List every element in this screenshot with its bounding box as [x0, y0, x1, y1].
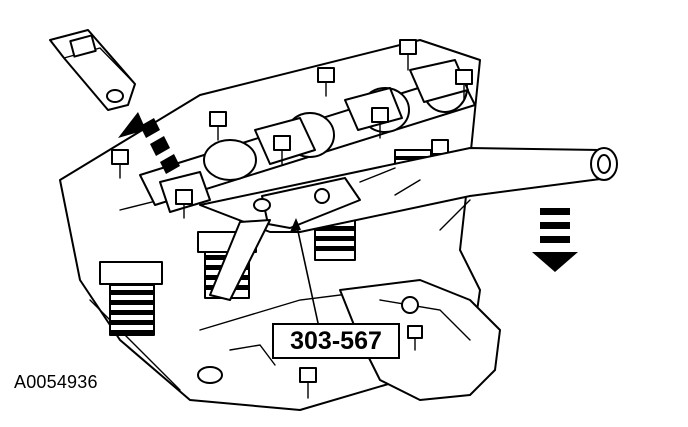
- tool-number-text: 303-567: [290, 326, 382, 355]
- removed-roller-follower: [49, 29, 136, 111]
- figure-id-label: A0054936: [14, 372, 98, 392]
- arrow-up-left-icon: [118, 112, 180, 174]
- valve-spring: [99, 261, 163, 336]
- callout-leader: [290, 218, 319, 324]
- valve-spring-compressor-tool: [199, 147, 618, 301]
- arrow-down-icon: [532, 208, 578, 272]
- bolts: [111, 39, 473, 399]
- head-side-cover: [339, 279, 501, 401]
- tool-number-callout: 303-567: [272, 323, 400, 359]
